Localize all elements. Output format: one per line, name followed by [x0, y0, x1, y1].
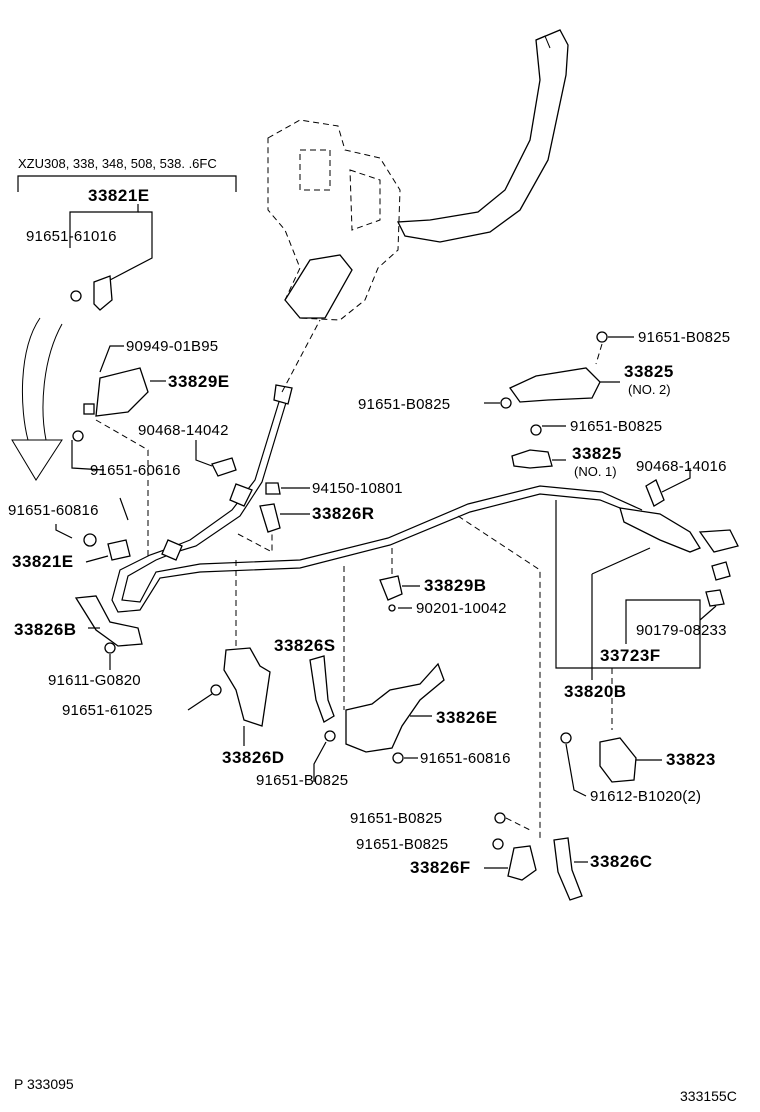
leader-33821e-top-2 — [109, 211, 153, 281]
label-33825-no2-note: (NO. 2) — [628, 382, 671, 397]
shift-housing-drawing — [267, 119, 401, 321]
leader-clip-top — [119, 497, 129, 521]
label-91651-60816-left: 91651-60816 — [8, 502, 99, 519]
dash-33829e — [95, 419, 149, 560]
label-33829b: 33829B — [424, 576, 487, 595]
label-33821e-left: 33821E — [12, 552, 74, 571]
bracket-33826r-drawing — [259, 503, 281, 533]
label-33826d: 33826D — [222, 748, 285, 767]
dash-cable-top — [281, 319, 321, 393]
label-91651-b0825-left2: 91651-B0825 — [358, 396, 451, 413]
clip-90468-14016-drawing — [645, 479, 665, 507]
label-94150-10801: 94150-10801 — [312, 480, 403, 497]
bolt-91612-drawing — [560, 732, 572, 744]
label-90949-01b95: 90949-01B95 — [126, 338, 219, 355]
bracket-33826d-drawing — [223, 647, 271, 727]
leader-91612 — [565, 743, 587, 797]
label-33820b: 33820B — [564, 682, 627, 701]
label-33825-no1-note: (NO. 1) — [574, 464, 617, 479]
direction-arrow-drawing — [11, 317, 63, 481]
label-33826e: 33826E — [436, 708, 498, 727]
bracket-33826f-drawing — [507, 845, 537, 881]
label-90468-14016: 90468-14016 — [636, 458, 727, 475]
leader-91651-60616 — [71, 440, 105, 471]
bracket-33823-drawing — [599, 737, 637, 783]
bolt-91651-b0825-mid-drawing — [324, 730, 336, 742]
footer-page-ref: P 333095 — [14, 1076, 74, 1092]
label-91651-b0825-low2: 91651-B0825 — [356, 836, 449, 853]
bolt-91651-b0825-r2-drawing — [530, 424, 542, 436]
shift-cable-drawing — [111, 384, 739, 613]
washer-90201-drawing — [388, 604, 396, 612]
label-33826f: 33826F — [410, 858, 471, 877]
part-90179-08233-drawing — [711, 561, 731, 581]
dash-low1 — [505, 817, 531, 831]
shift-lever-drawing — [396, 29, 569, 243]
dash-lower-right — [457, 515, 541, 840]
label-33823: 33823 — [666, 750, 716, 769]
clip-90468-14042-drawing — [211, 457, 237, 477]
label-90179-08233: 90179-08233 — [636, 622, 727, 639]
bolt-91651-b0825-low1-drawing — [494, 812, 506, 824]
model-bracket-line — [17, 175, 237, 192]
bolt-91651-60816-drawing — [83, 533, 97, 547]
label-91651-b0825-low1: 91651-B0825 — [350, 810, 443, 827]
label-91651-b0825-mid: 91651-B0825 — [256, 772, 349, 789]
label-91651-61025: 91651-61025 — [62, 702, 153, 719]
leader-91651-60816-left — [55, 524, 73, 539]
leader-90179 — [699, 605, 717, 621]
bolt-91651-61025-drawing — [210, 684, 222, 696]
dash-33825-no2 — [595, 343, 603, 365]
label-91651-60816-mid: 91651-60816 — [420, 750, 511, 767]
leader-91651-b0825-mid — [313, 741, 327, 782]
bracket-33826e-drawing — [345, 662, 445, 753]
dash-33826r — [237, 532, 273, 553]
bracket-33826b-drawing — [74, 595, 143, 647]
label-90468-14042: 90468-14042 — [138, 422, 229, 439]
label-91651-60616: 91651-60616 — [90, 462, 181, 479]
model-applicability-header: XZU308, 338, 348, 508, 538. .6FC — [18, 156, 217, 171]
label-91651-61016: 91651-61016 — [26, 228, 117, 245]
label-33826b: 33826B — [14, 620, 77, 639]
nut-94150-drawing — [265, 482, 281, 495]
label-33821e-top: 33821E — [88, 186, 150, 205]
leader-33723f — [591, 547, 651, 680]
label-90201-10042: 90201-10042 — [416, 600, 507, 617]
clip-33821e-left-drawing — [107, 539, 131, 561]
bracket-33825-no1-drawing — [511, 449, 553, 469]
label-91611-g0820: 91611-G0820 — [48, 672, 141, 689]
label-33826c: 33826C — [590, 852, 653, 871]
bolt-91651-b0825-top-drawing — [596, 331, 608, 343]
bracket-33829e-drawing — [72, 367, 149, 442]
label-33829e: 33829E — [168, 372, 230, 391]
nut-90179-drawing — [705, 589, 725, 607]
leader-90468-14042 — [195, 440, 213, 467]
bolt-91651-b0825-low2-drawing — [492, 838, 504, 850]
label-33825-no2: 33825 — [624, 362, 674, 381]
label-33826r: 33826R — [312, 504, 375, 523]
leader-90468-14016 — [661, 468, 691, 493]
bracket-33826c-drawing — [553, 837, 583, 901]
bolt-91651-60816-mid-drawing — [392, 752, 404, 764]
footer-figure-id: 333155C — [680, 1088, 737, 1104]
leader-33821e-left — [85, 555, 109, 563]
leader-91651-61025 — [187, 693, 213, 711]
clip-33821e-top-drawing — [70, 275, 113, 311]
label-33825-no1: 33825 — [572, 444, 622, 463]
leader-33821e-top — [69, 204, 139, 248]
leader-90949 — [99, 345, 124, 373]
bracket-33825-no2-drawing — [509, 367, 601, 403]
bolt-91611-drawing — [104, 642, 116, 654]
label-91651-b0825-r2: 91651-B0825 — [570, 418, 663, 435]
bracket-33826s-drawing — [309, 655, 335, 723]
bolt-91651-b0825-left2-drawing — [500, 397, 512, 409]
label-91612-b1020: 91612-B1020(2) — [590, 788, 702, 805]
label-33723f: 33723F — [600, 646, 661, 665]
label-91651-b0825-top: 91651-B0825 — [638, 329, 731, 346]
label-33826s: 33826S — [274, 636, 336, 655]
leader-33820b-bracket — [555, 500, 701, 669]
clip-33829b-drawing — [379, 575, 403, 601]
